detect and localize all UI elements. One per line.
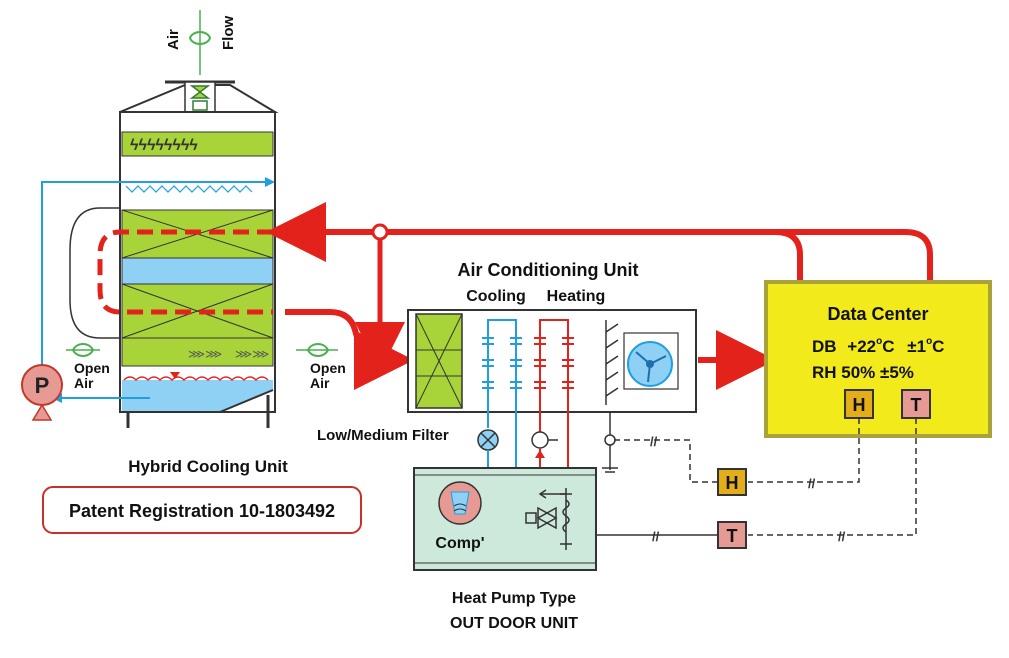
internal-hot-loop: [97, 229, 273, 315]
patent-text: Patent Registration 10-1803492: [69, 501, 335, 521]
hybrid-title: Hybrid Cooling Unit: [128, 457, 288, 476]
spray-nozzles: [125, 185, 253, 193]
heat-pump-unit: Comp' Heat Pump Type OUT DOOR UNIT: [413, 467, 597, 632]
spray-water-line: [41, 181, 265, 370]
air-label: Air: [165, 29, 182, 50]
dc-h-label: H: [853, 395, 866, 415]
heating-label: Heating: [547, 288, 606, 305]
water-basin: [122, 380, 273, 412]
data-center-box: [764, 280, 992, 438]
pump-icon: P: [21, 364, 63, 421]
heat-pump-caption-2: OUT DOOR UNIT: [450, 615, 578, 632]
open-air-right-1: Open: [310, 360, 346, 376]
hybrid-cooling-unit: Air Flow ϟϟϟϟϟϟϟϟ ⋙⋙ ⋙⋙: [21, 10, 362, 534]
water-section: [121, 257, 274, 285]
t-sensor-label: T: [727, 526, 738, 546]
junction-node: [371, 223, 389, 241]
rh-line: RH 50% ±5%: [812, 363, 914, 382]
patent-box: [42, 486, 362, 534]
valve-icon: [477, 429, 499, 451]
fill-media: [121, 337, 274, 367]
bypass-line: [69, 207, 120, 339]
data-center: Data Center DB +22oC ±1oC RH 50% ±5% H T: [764, 280, 992, 438]
pump-label: P: [35, 373, 50, 398]
svg-text://: //: [808, 476, 816, 491]
compressor-icon: [438, 481, 482, 525]
heating-valve-icon: [531, 431, 558, 449]
t-sensor-box: [717, 521, 747, 549]
airflow-icon: [188, 10, 212, 75]
h-sensor-box: [717, 468, 747, 496]
db-line: DB +22oC ±1oC: [812, 336, 944, 356]
damper-blades: [605, 320, 619, 405]
cooling-coil: [482, 319, 522, 412]
open-air-right-icon: [296, 343, 338, 357]
svg-text://: //: [838, 529, 846, 544]
open-air-right-2: Air: [310, 375, 330, 391]
svg-text://: //: [652, 529, 660, 544]
damper-icon: [189, 85, 211, 111]
data-center-title: Data Center: [827, 304, 928, 324]
filter-label: Low/Medium Filter: [317, 427, 449, 444]
fan-icon: [623, 332, 679, 390]
ahu-title: Air Conditioning Unit: [458, 260, 639, 280]
svg-text:⋙⋙: ⋙⋙: [188, 347, 222, 361]
expansion-valve-icon: [525, 488, 572, 550]
heat-pump-caption-1: Heat Pump Type: [452, 590, 576, 607]
open-air-left-1: Open: [74, 360, 110, 376]
svg-text://: //: [650, 434, 658, 449]
hot-air-ducts: [266, 202, 933, 390]
water-surface: [123, 376, 269, 382]
svg-text:⋙⋙: ⋙⋙: [235, 347, 269, 361]
flow-label: Flow: [220, 16, 237, 50]
h-sensor-label: H: [726, 473, 739, 493]
water-level-marker: [170, 372, 180, 379]
control-node: [604, 434, 616, 446]
eliminator: [121, 131, 274, 157]
dc-t-label: T: [911, 395, 922, 415]
heating-coil: [534, 319, 574, 412]
air-conditioning-unit: Air Conditioning Unit Cooling Heating: [317, 260, 718, 483]
dc-t-sensor: [901, 389, 931, 419]
comp-label: Comp': [435, 535, 484, 552]
eliminator-pattern: ϟϟϟϟϟϟϟϟ: [130, 137, 198, 154]
dc-h-sensor: [844, 389, 874, 419]
open-air-left-icon: [66, 343, 100, 357]
open-air-left-2: Air: [74, 375, 94, 391]
cooling-label: Cooling: [466, 288, 526, 305]
control-signal-lines: [748, 418, 917, 536]
